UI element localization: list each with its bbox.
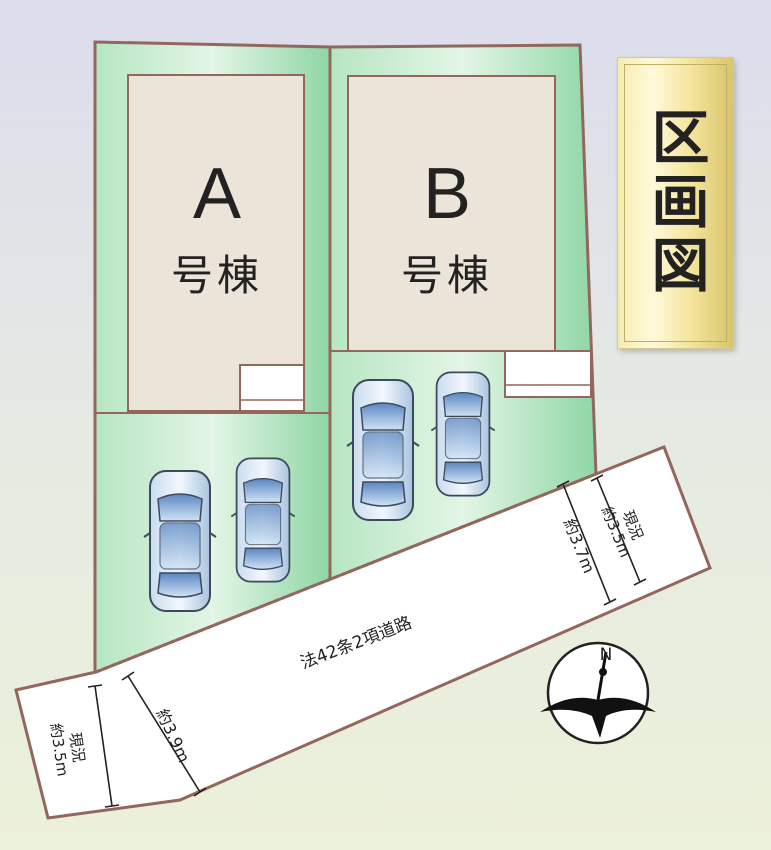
- compass-icon: [540, 641, 656, 745]
- lot-b-letter: B: [423, 154, 471, 234]
- car-icon: [230, 457, 296, 583]
- compass-north: N: [600, 645, 613, 665]
- car-icon: [346, 379, 420, 521]
- dimension-lines: [87, 474, 647, 808]
- lot-b-unit: [504, 350, 592, 398]
- page-title: 区画図: [641, 107, 710, 299]
- title-plate: 区画図: [618, 58, 733, 348]
- lot-b-suffix: 号棟: [401, 251, 493, 300]
- car-icon: [143, 470, 217, 612]
- lot-b-building: [347, 75, 556, 352]
- lot-a-unit: [239, 364, 305, 412]
- car-icon: [430, 371, 496, 497]
- road-right-current: 現況約3.5m: [598, 497, 651, 560]
- lot-a-suffix: 号棟: [171, 251, 263, 300]
- lot-a-building: [127, 74, 305, 412]
- lot-a-letter: A: [193, 154, 241, 234]
